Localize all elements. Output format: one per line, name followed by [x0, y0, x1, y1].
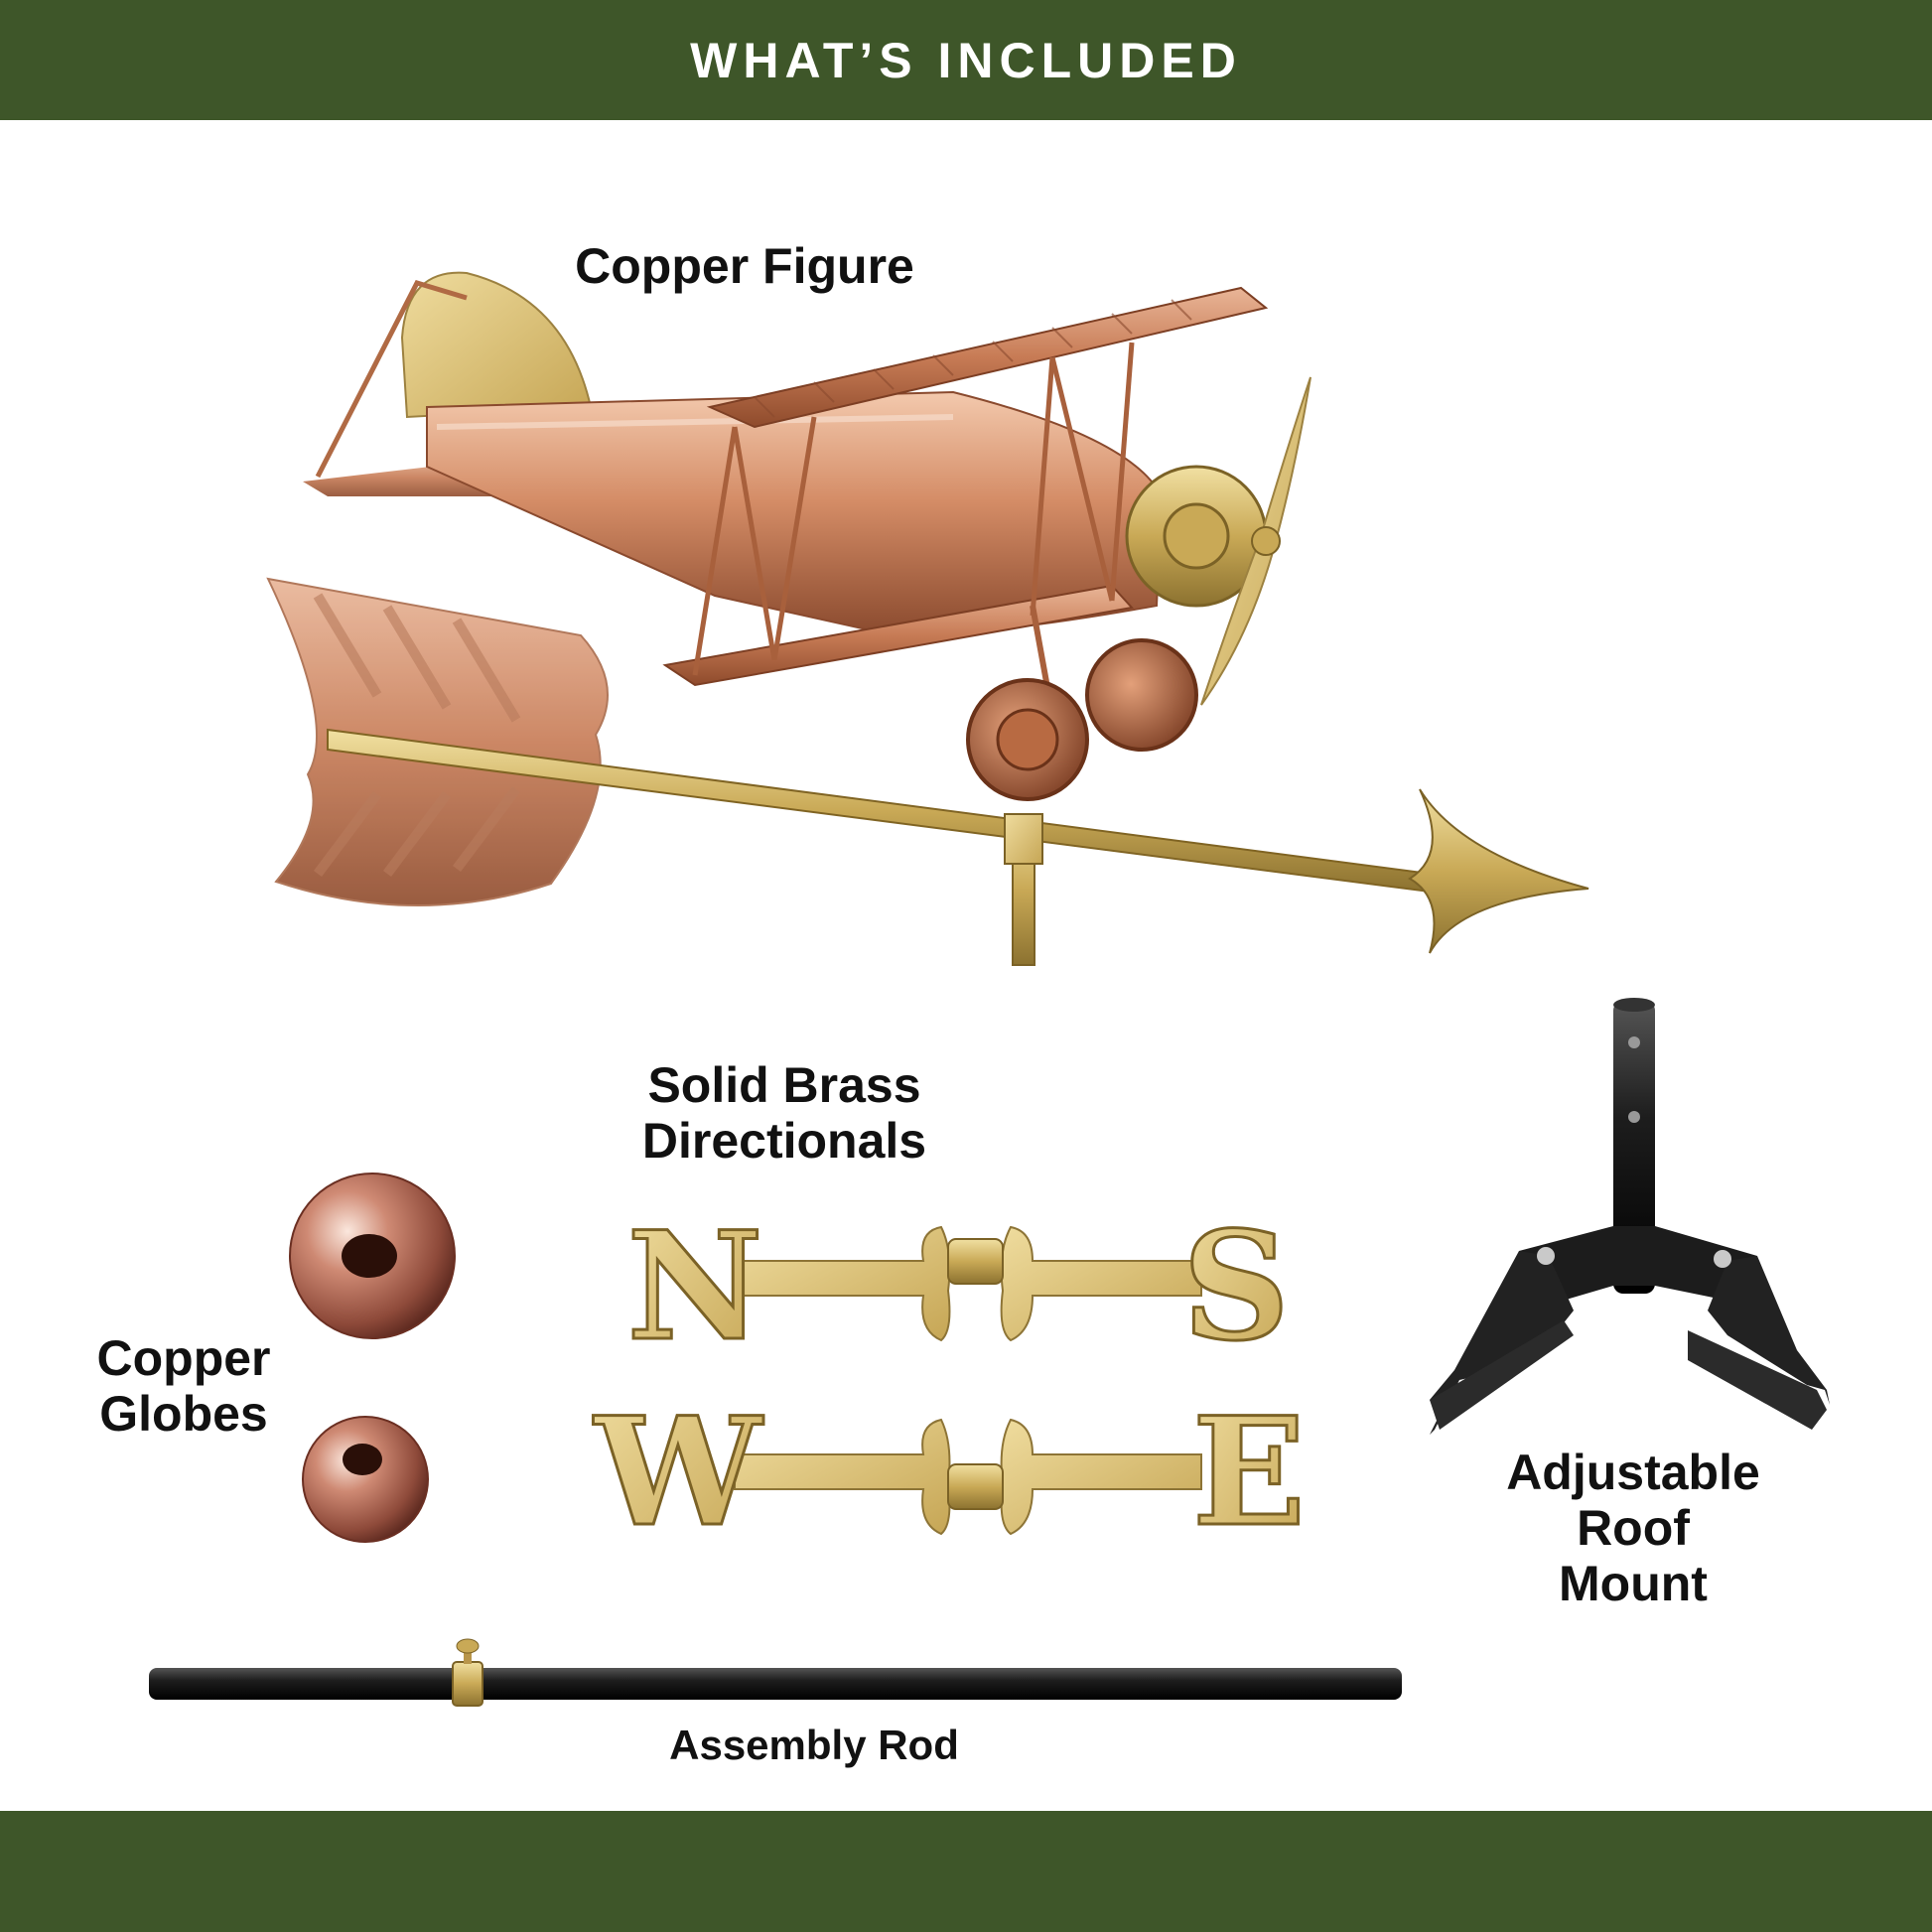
roof-mount-label: Adjustable Roof Mount	[1506, 1445, 1760, 1611]
letter-e: E	[1192, 1385, 1306, 1560]
footer-banner	[0, 1811, 1932, 1932]
copper-figure-arrow	[266, 577, 1589, 966]
adjustable-roof-mount	[1430, 998, 1830, 1435]
assembly-rod-label: Assembly Rod	[669, 1722, 959, 1768]
directionals-label: Solid Brass Directionals	[641, 1057, 927, 1169]
copper-globes-label: Copper Globes	[96, 1330, 271, 1442]
copper-figure-biplane	[303, 271, 1311, 801]
header-banner: WHAT’S INCLUDED	[0, 0, 1932, 120]
letter-s: S	[1182, 1199, 1290, 1374]
assembly-rod	[149, 1638, 1402, 1707]
page-title: WHAT’S INCLUDED	[690, 32, 1242, 88]
copper-figure-label: Copper Figure	[575, 238, 914, 294]
letter-w: W	[593, 1385, 764, 1560]
letter-n: N	[626, 1199, 762, 1374]
brass-directionals: N S W E	[591, 1198, 1307, 1562]
copper-globes	[289, 1173, 456, 1543]
